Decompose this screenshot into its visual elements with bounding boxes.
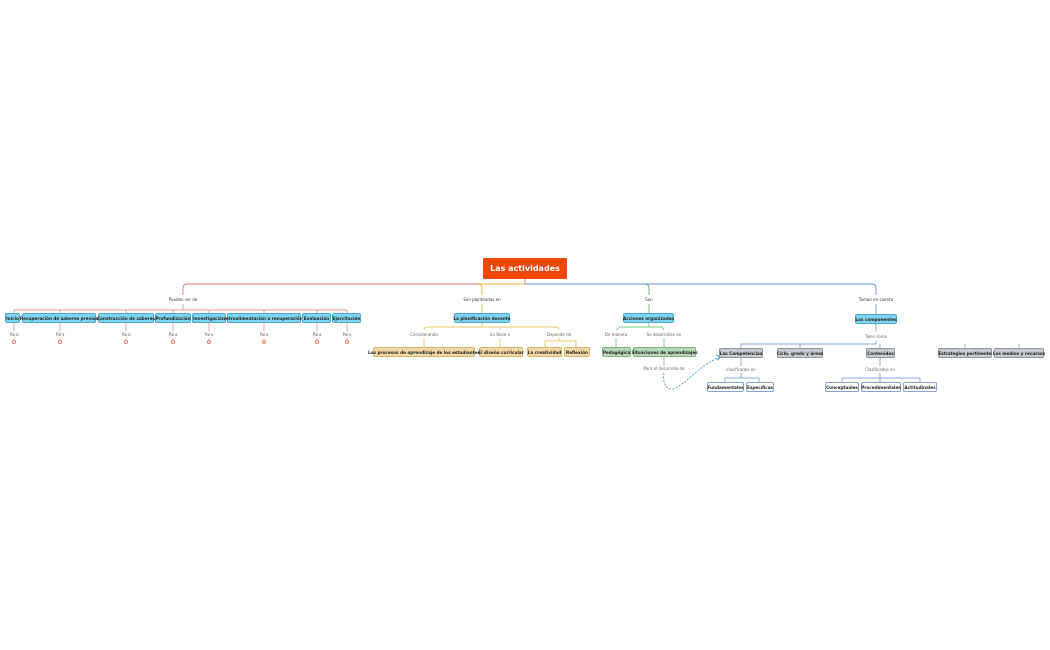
para-label: Para — [168, 332, 178, 337]
topic-contenidos[interactable]: Contenidos — [866, 348, 895, 358]
topic-acciones-organizadas[interactable]: Acciones organizadas — [623, 313, 674, 323]
topic-diseno-curricular[interactable]: El diseño curricular — [478, 347, 524, 357]
empty-topic-icon[interactable] — [58, 340, 62, 344]
para-label: Para — [259, 332, 269, 337]
topic-retroalimentacion[interactable]: retroalimentación o recuperación. — [224, 313, 304, 323]
empty-topic-icon[interactable] — [207, 340, 211, 344]
depende-de-label: Depende de — [546, 332, 572, 337]
topic-actitudinales[interactable]: Actitudinales — [903, 382, 937, 392]
topic-investigacion[interactable]: Investigación — [192, 313, 226, 323]
para-label: Para — [342, 332, 352, 337]
root-topic[interactable]: Las actividades — [483, 258, 567, 279]
en-base-a-label: En Base a — [490, 332, 510, 337]
topic-los-componentes[interactable]: Los componentes — [855, 314, 897, 324]
para-label: Para — [55, 332, 65, 337]
branch1-connector-label: Pueden ser de — [168, 297, 198, 302]
empty-topic-icon[interactable] — [315, 340, 319, 344]
empty-topic-icon[interactable] — [262, 340, 266, 344]
branch2-connector-label: Son planteadas en — [463, 297, 501, 302]
topic-recuperacion-saberes[interactable]: Recuperación de saberes previos — [20, 313, 98, 323]
topic-pedagogica[interactable]: Pedagógica — [602, 347, 631, 357]
topic-situaciones-aprendizajes[interactable]: Situaciones de aprendizajes — [631, 347, 698, 357]
topic-evaluacion[interactable]: Evaluación — [302, 313, 331, 323]
para-label: Para — [121, 332, 131, 337]
topic-medios-recursos[interactable]: Los medios y recursos — [993, 348, 1045, 358]
topic-planificacion-docente[interactable]: La planificación docente — [453, 313, 511, 323]
empty-topic-icon[interactable] — [171, 340, 175, 344]
topic-especificas[interactable]: Específicas — [746, 382, 774, 392]
empty-topic-icon[interactable] — [12, 340, 16, 344]
branch3-connector-label: Son — [645, 297, 653, 302]
topic-fundamentales[interactable]: Fundamentales — [707, 382, 744, 392]
empty-topic-icon[interactable] — [345, 340, 349, 344]
topic-ciclo-grado-areas[interactable]: Ciclo, grado y áreas — [777, 348, 823, 358]
considerando-label: Considerando — [410, 332, 438, 337]
topic-conceptuales[interactable]: Conceptuales — [825, 382, 859, 392]
topic-procedimentales[interactable]: Procedimentales — [861, 382, 901, 392]
topic-creatividad[interactable]: La creatividad — [527, 347, 562, 357]
topic-ejercitacion[interactable]: Ejercitación — [332, 313, 361, 323]
topic-inicio[interactable]: Inicio — [5, 313, 20, 323]
topic-reflexion[interactable]: Reflexión — [564, 347, 590, 357]
topic-construccion-saberes[interactable]: Construcción de saberes — [97, 313, 155, 323]
topic-procesos-aprendizaje[interactable]: Los procesos de aprendizaje de los estud… — [368, 347, 480, 357]
tales-como-label: Tales como — [864, 334, 888, 339]
topic-profundizacion[interactable]: Profundización — [155, 313, 191, 323]
empty-topic-icon[interactable] — [124, 340, 128, 344]
topic-las-competencias[interactable]: Las Competencias — [719, 348, 763, 358]
de-manera-label: De manera — [604, 332, 628, 337]
para-el-desarrollo-label: Para el desarrollo de — [643, 366, 685, 371]
clasificados-en-label: Clasificados en — [864, 367, 896, 372]
se-desarrollan-en-label: Se desarrollan en — [646, 332, 682, 337]
clasificadas-en-label: clasificadas en — [726, 367, 756, 372]
para-label: Para — [312, 332, 322, 337]
branch4-connector-label: Toman en cuenta — [858, 297, 894, 302]
topic-estrategias-pertinente[interactable]: Estrategias pertinente — [938, 348, 992, 358]
para-label: Para — [9, 332, 19, 337]
para-label: Para — [204, 332, 214, 337]
